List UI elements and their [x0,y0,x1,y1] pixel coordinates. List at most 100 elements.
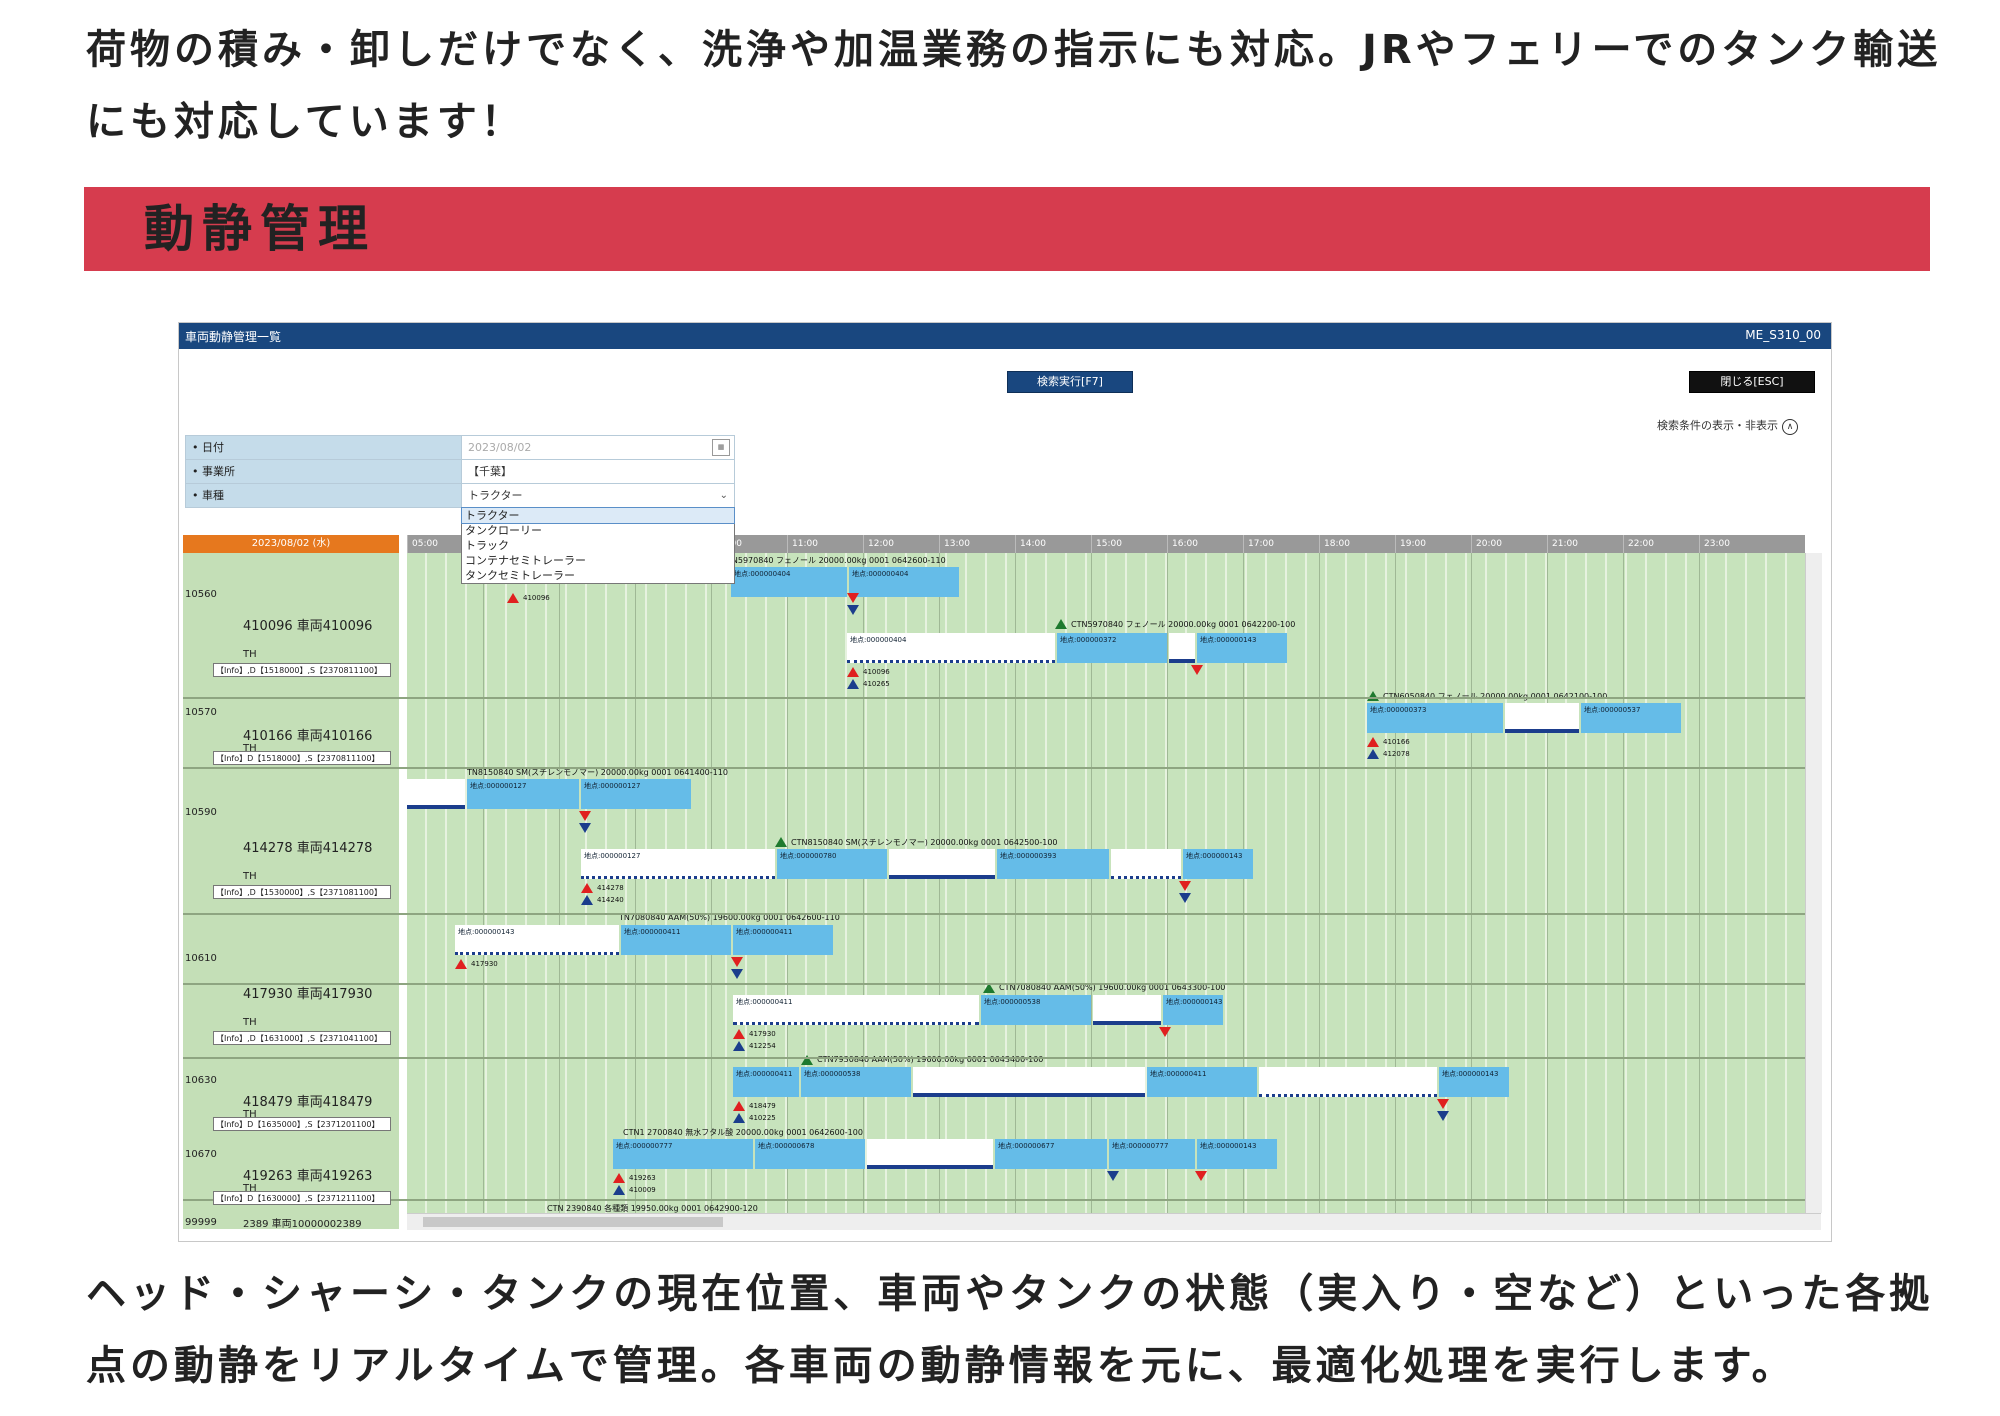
vehicle-info-box[interactable]: 【Info】,D【1530000】,S【2371081100】 [213,885,391,899]
load-marker-icon[interactable] [1367,749,1379,759]
schedule-bar[interactable] [867,1139,993,1169]
vehicle-name[interactable]: 419263 車両419263 [243,1169,373,1184]
schedule-bar[interactable]: 地点:000000780 [777,849,887,879]
dropdown-option[interactable]: タンクローリー [465,524,542,537]
search-button[interactable]: 検索実行[F7] [1007,371,1133,393]
load-marker-icon[interactable] [507,593,519,603]
unload-marker-icon[interactable] [1107,1171,1119,1181]
schedule-bar[interactable]: 地点:000000143 [1183,849,1253,879]
schedule-bar[interactable]: 地点:000000537 [1581,703,1681,733]
unload-marker-icon[interactable] [1179,881,1191,891]
schedule-bar[interactable] [1111,849,1181,879]
schedule-bar[interactable]: 地点:000000777 [1109,1139,1195,1169]
unload-marker-icon[interactable] [847,605,859,615]
schedule-bar[interactable]: 地点:000000411 [733,995,979,1025]
schedule-bar[interactable] [1505,703,1579,733]
schedule-bar[interactable]: 地点:000000393 [997,849,1109,879]
tank-annotation: CTN5970840 フェノール 20000.00kg 0001 0642200… [1071,620,1296,629]
schedule-bar[interactable]: 地点:000000411 [733,925,833,955]
schedule-bar[interactable]: 地点:000000143 [455,925,619,955]
schedule-bar[interactable]: 地点:000000404 [731,567,847,597]
vertical-scrollbar[interactable] [1805,553,1822,1213]
form-row-office: • 事業所 【千葉】 [185,459,735,483]
calendar-icon[interactable]: ▦ [712,439,730,456]
schedule-bar[interactable]: 地点:000000404 [849,567,959,597]
load-marker-icon[interactable] [733,1113,745,1123]
schedule-bar[interactable]: 地点:000000677 [995,1139,1107,1169]
vehicle-name[interactable]: 2389 車両10000002389 [243,1219,362,1230]
vehicle-name[interactable]: 410096 車両410096 [243,619,373,634]
schedule-bar[interactable]: 地点:000000127 [581,849,775,879]
vehicle-info-box[interactable]: 【Info】,D【1518000】,S【2370811100】 [213,663,391,677]
load-marker-icon[interactable] [455,959,467,969]
unload-marker-icon[interactable] [731,957,743,967]
vehicle-name[interactable]: 414278 車両414278 [243,841,373,856]
schedule-bar[interactable]: 地点:000000127 [467,779,579,809]
date-input[interactable]: 2023/08/02 [468,441,532,454]
load-marker-icon[interactable] [613,1173,625,1183]
chevron-up-icon[interactable]: ∧ [1782,419,1798,435]
schedule-bar[interactable]: 地点:000000411 [1147,1067,1257,1097]
schedule-bar[interactable]: 地点:000000372 [1057,633,1167,663]
dropdown-option[interactable]: タンクセミトレーラー [465,569,575,582]
unload-marker-icon[interactable] [1179,893,1191,903]
schedule-bar[interactable] [913,1067,1145,1097]
unload-marker-icon[interactable] [579,823,591,833]
vehicle-info-box[interactable]: 【Info】D【1635000】,S【2371201100】 [213,1117,391,1131]
schedule-bar[interactable]: 地点:000000143 [1439,1067,1509,1097]
toggle-conditions[interactable]: 検索条件の表示・非表示∧ [1657,417,1798,435]
load-marker-icon[interactable] [733,1029,745,1039]
schedule-bar[interactable] [889,849,995,879]
vehicle-name[interactable]: 410166 車両410166 [243,729,373,744]
schedule-bar[interactable] [1169,633,1195,663]
load-marker-icon[interactable] [613,1185,625,1195]
load-marker-icon[interactable] [847,667,859,677]
vehicle-info-box[interactable]: 【Info】,D【1631000】,S【2371041100】 [213,1031,391,1045]
tank-annotation: CTN1 2700840 無水フタル酸 20000.00kg 0001 0642… [623,1128,863,1137]
schedule-bar[interactable]: 地点:000000538 [981,995,1091,1025]
dropdown-option[interactable]: トラクター [461,507,735,524]
schedule-bar[interactable]: 地点:000000143 [1197,633,1287,663]
schedule-bar[interactable] [1093,995,1161,1025]
close-button[interactable]: 閉じる[ESC] [1689,371,1815,393]
unload-marker-icon[interactable] [847,593,859,603]
vehicle-name[interactable]: 418479 車両418479 [243,1095,373,1110]
unload-marker-icon[interactable] [1437,1099,1449,1109]
vehicle-info-box[interactable]: 【Info】D【1518000】,S【2370811100】 [213,751,391,765]
schedule-bar[interactable]: 地点:000000404 [847,633,1055,663]
schedule-bar[interactable]: 地点:000000373 [1367,703,1503,733]
load-marker-icon[interactable] [1367,737,1379,747]
schedule-bar[interactable]: 地点:000000411 [621,925,731,955]
horizontal-scrollbar[interactable] [407,1213,1821,1230]
load-marker-icon[interactable] [733,1041,745,1051]
schedule-bar[interactable]: 地点:000000143 [1197,1139,1277,1169]
unload-marker-icon[interactable] [1195,1171,1207,1181]
load-marker-icon[interactable] [733,1101,745,1111]
schedule-bar[interactable] [407,779,465,809]
unload-marker-icon[interactable] [1437,1111,1449,1121]
schedule-bar[interactable] [1259,1067,1437,1097]
tank-annotation: CTN7930840 AAM(50%) 19600.00kg 0001 0643… [817,1055,1044,1064]
bar-label: 地点:000000538 [804,1070,861,1078]
schedule-bar[interactable]: 地点:000000143 [1163,995,1223,1025]
dropdown-option[interactable]: トラック [465,539,509,552]
load-marker-icon[interactable] [581,895,593,905]
office-input[interactable]: 【千葉】 [468,465,512,478]
vehicle-type-select[interactable]: トラクター [468,489,523,502]
vehicle-info-box[interactable]: 【Info】D【1630000】,S【2371211100】 [213,1191,391,1205]
unload-marker-icon[interactable] [579,811,591,821]
chevron-down-icon[interactable]: ⌄ [719,490,728,501]
schedule-bar[interactable]: 地点:000000127 [581,779,691,809]
schedule-bar[interactable]: 地点:000000411 [733,1067,799,1097]
load-marker-icon[interactable] [847,679,859,689]
unload-marker-icon[interactable] [1191,665,1203,675]
load-marker-icon[interactable] [581,883,593,893]
scroll-thumb[interactable] [423,1217,723,1227]
schedule-bar[interactable]: 地点:000000538 [801,1067,911,1097]
vehicle-name[interactable]: 417930 車両417930 [243,987,373,1002]
schedule-bar[interactable]: 地点:000000678 [755,1139,865,1169]
schedule-bar[interactable]: 地点:000000777 [613,1139,753,1169]
unload-marker-icon[interactable] [731,969,743,979]
dropdown-option[interactable]: コンテナセミトレーラー [465,554,586,567]
unload-marker-icon[interactable] [1159,1027,1171,1037]
